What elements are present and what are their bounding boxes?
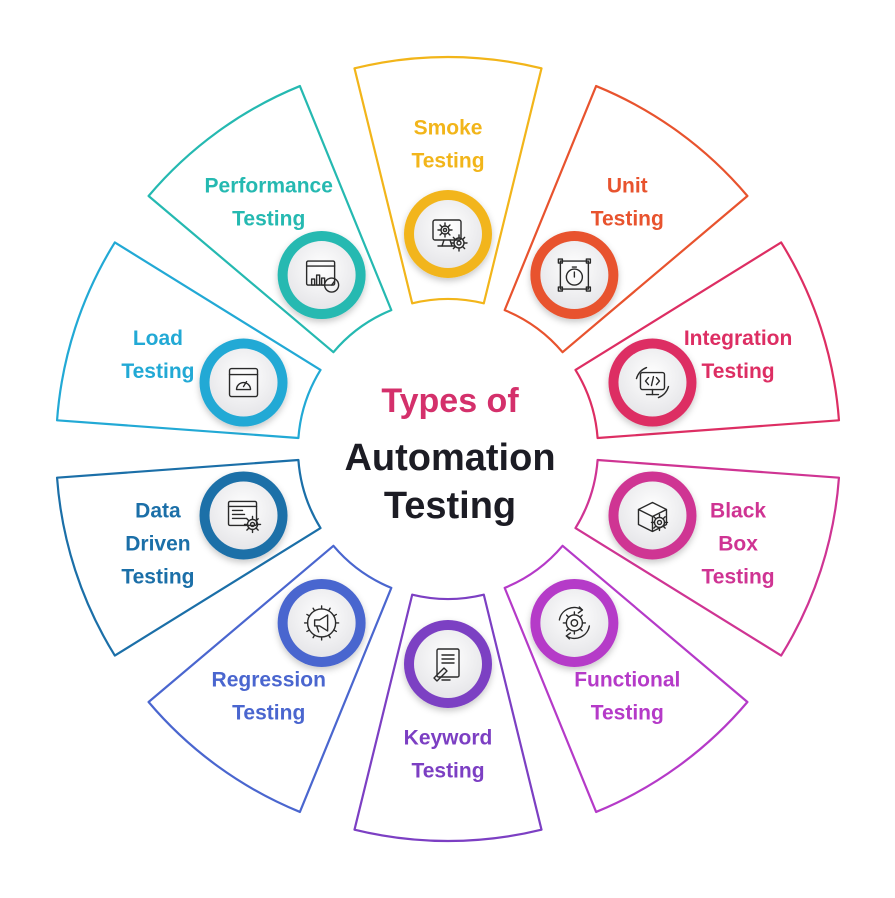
segment-label-line: Testing bbox=[411, 150, 484, 173]
icon-badge-smoke bbox=[399, 185, 497, 283]
monitor-gear-icon bbox=[432, 219, 468, 252]
segment-label-line: Driven bbox=[125, 532, 190, 555]
segment-label-line: Black bbox=[710, 499, 766, 522]
badge-core bbox=[414, 200, 482, 268]
icon-badge-black-box bbox=[603, 466, 702, 565]
icon-badge-integration bbox=[603, 333, 702, 432]
segment-label-line: Unit bbox=[607, 175, 648, 198]
center-title: Types of Automation Testing bbox=[344, 382, 555, 527]
badge-core bbox=[287, 241, 356, 310]
segment-label-line: Testing bbox=[591, 701, 664, 724]
segment-label-line: Testing bbox=[232, 208, 305, 231]
icon-badge-keyword bbox=[399, 615, 497, 713]
segment-label-line: Functional bbox=[574, 668, 680, 691]
icon-badge-unit bbox=[525, 226, 624, 325]
code-monitor-icon bbox=[635, 366, 670, 399]
code-window-gear-icon bbox=[227, 500, 262, 534]
segment-label-line: Performance bbox=[205, 175, 333, 198]
speedometer-window-icon bbox=[228, 367, 259, 398]
segment-label-line: Load bbox=[133, 327, 183, 350]
badge-core bbox=[618, 481, 687, 550]
segment-label-line: Testing bbox=[232, 701, 305, 724]
icon-badge-load bbox=[194, 333, 293, 432]
title-line-1: Types of bbox=[381, 382, 519, 420]
badge-core bbox=[209, 481, 278, 550]
chart-gauge-icon bbox=[305, 260, 340, 293]
segment-label-line: Keyword bbox=[404, 727, 493, 750]
icon-badge-performance bbox=[272, 226, 371, 325]
gear-cycle-icon bbox=[558, 606, 591, 640]
segment-label-line: Regression bbox=[212, 668, 326, 691]
icon-badge-regression bbox=[272, 573, 371, 672]
segment-label-line: Testing bbox=[411, 760, 484, 783]
segment-label-line: Testing bbox=[591, 208, 664, 231]
icon-badge-functional bbox=[525, 573, 624, 672]
segment-label-line: Box bbox=[718, 532, 758, 555]
badge-core bbox=[414, 630, 482, 698]
megaphone-gear-icon bbox=[303, 605, 340, 641]
title-line-2: Automation bbox=[344, 437, 555, 479]
segment-label-line: Smoke bbox=[414, 117, 483, 140]
segment-label-line: Testing bbox=[702, 360, 775, 383]
badge-core bbox=[287, 588, 356, 657]
segment-label-line: Testing bbox=[702, 565, 775, 588]
icon-badge-data-driven bbox=[194, 466, 293, 565]
document-pen-icon bbox=[433, 648, 460, 682]
segment-label-line: Data bbox=[135, 499, 181, 522]
stopwatch-frame-icon bbox=[557, 258, 592, 292]
segment-label-line: Testing bbox=[121, 565, 194, 588]
title-line-3: Testing bbox=[384, 485, 516, 527]
segment-label-line: Integration bbox=[684, 327, 793, 350]
box-gear-icon bbox=[637, 501, 669, 533]
badge-core bbox=[540, 588, 609, 657]
segment-label-line: Testing bbox=[121, 360, 194, 383]
